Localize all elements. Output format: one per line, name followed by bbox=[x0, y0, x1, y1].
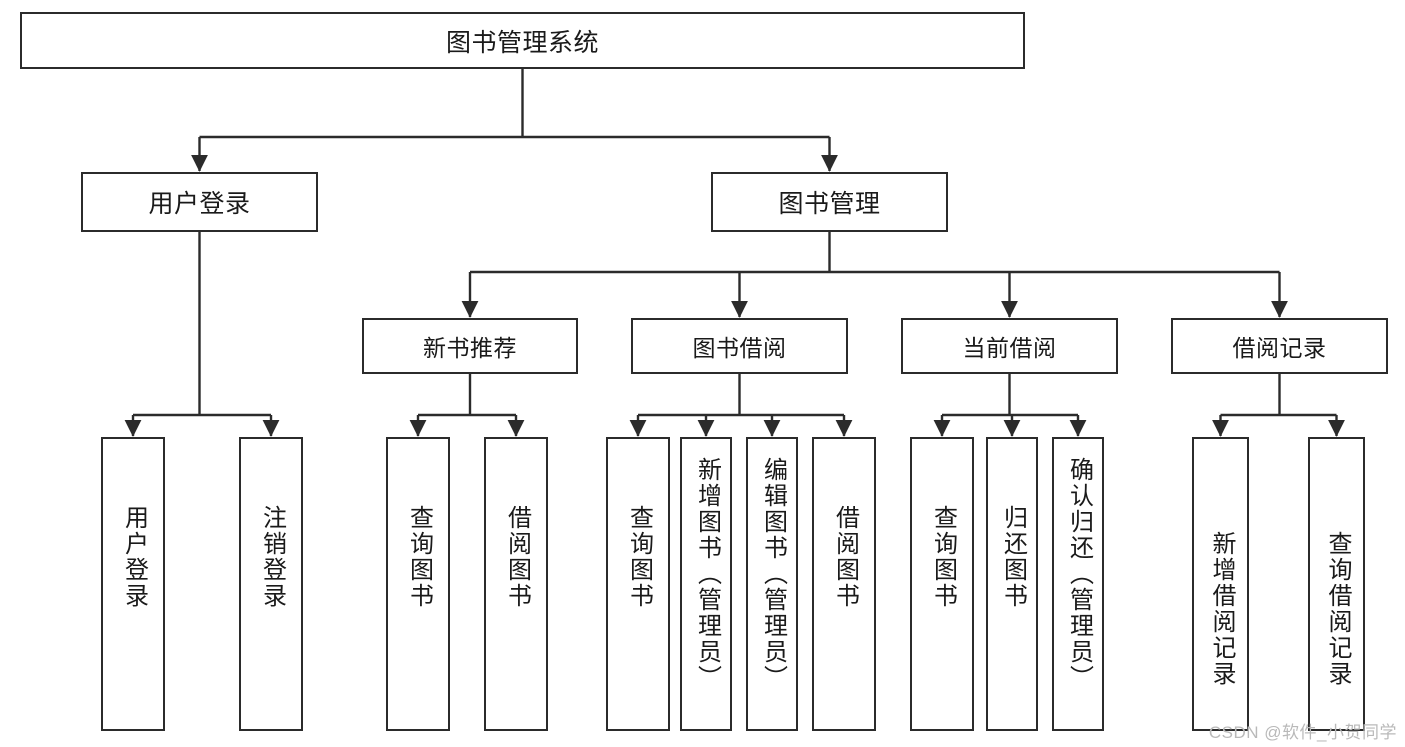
node-user-login[interactable]: 用户登录 bbox=[81, 172, 318, 232]
node-label: 新书推荐 bbox=[423, 335, 517, 361]
node-leaf-borrow-book[interactable]: 借阅图书 bbox=[812, 437, 876, 731]
node-label: 当前借阅 bbox=[962, 335, 1057, 361]
node-label: 确认归还（管理员） bbox=[1065, 457, 1093, 691]
node-label: 图书管理系统 bbox=[445, 28, 599, 57]
node-leaf-query-borrow-record[interactable]: 查询借阅记录 bbox=[1308, 437, 1365, 731]
node-label: 图书借阅 bbox=[692, 335, 787, 361]
node-leaf-edit-book-admin[interactable]: 编辑图书（管理员） bbox=[746, 437, 798, 731]
node-new-book-recommend[interactable]: 新书推荐 bbox=[362, 318, 578, 374]
node-label: 查询图书 bbox=[405, 505, 433, 609]
node-leaf-user-login[interactable]: 用户登录 bbox=[101, 437, 165, 731]
node-book-borrow[interactable]: 图书借阅 bbox=[631, 318, 848, 374]
node-label: 新增图书（管理员） bbox=[693, 457, 721, 691]
node-leaf-logout[interactable]: 注销登录 bbox=[239, 437, 303, 731]
node-label: 用户登录 bbox=[120, 505, 148, 609]
node-label: 图书管理 bbox=[778, 190, 881, 218]
edge-group bbox=[124, 69, 1345, 437]
node-label: 查询借阅记录 bbox=[1323, 531, 1351, 687]
node-label: 编辑图书（管理员） bbox=[759, 457, 787, 691]
node-book-management[interactable]: 图书管理 bbox=[711, 172, 948, 232]
node-leaf-confirm-return-admin[interactable]: 确认归还（管理员） bbox=[1052, 437, 1104, 731]
node-leaf-add-book-admin[interactable]: 新增图书（管理员） bbox=[680, 437, 732, 731]
node-label: 借阅图书 bbox=[503, 505, 531, 609]
node-label: 查询图书 bbox=[625, 505, 653, 609]
node-leaf-return-book[interactable]: 归还图书 bbox=[986, 437, 1038, 731]
node-root-book-management-system[interactable]: 图书管理系统 bbox=[20, 12, 1025, 69]
node-leaf-query-book-borrow[interactable]: 查询图书 bbox=[606, 437, 670, 731]
node-label: 注销登录 bbox=[258, 505, 286, 609]
node-leaf-query-book-current[interactable]: 查询图书 bbox=[910, 437, 974, 731]
node-label: 借阅记录 bbox=[1232, 335, 1327, 361]
node-leaf-query-book-recommend[interactable]: 查询图书 bbox=[386, 437, 450, 731]
node-label: 归还图书 bbox=[999, 505, 1027, 609]
node-leaf-add-borrow-record[interactable]: 新增借阅记录 bbox=[1192, 437, 1249, 731]
node-current-borrow[interactable]: 当前借阅 bbox=[901, 318, 1118, 374]
node-leaf-borrow-book-recommend[interactable]: 借阅图书 bbox=[484, 437, 548, 731]
node-label: 借阅图书 bbox=[831, 505, 859, 609]
node-label: 查询图书 bbox=[929, 505, 957, 609]
node-label: 用户登录 bbox=[148, 190, 251, 218]
node-borrow-record[interactable]: 借阅记录 bbox=[1171, 318, 1388, 374]
node-label: 新增借阅记录 bbox=[1207, 531, 1235, 687]
